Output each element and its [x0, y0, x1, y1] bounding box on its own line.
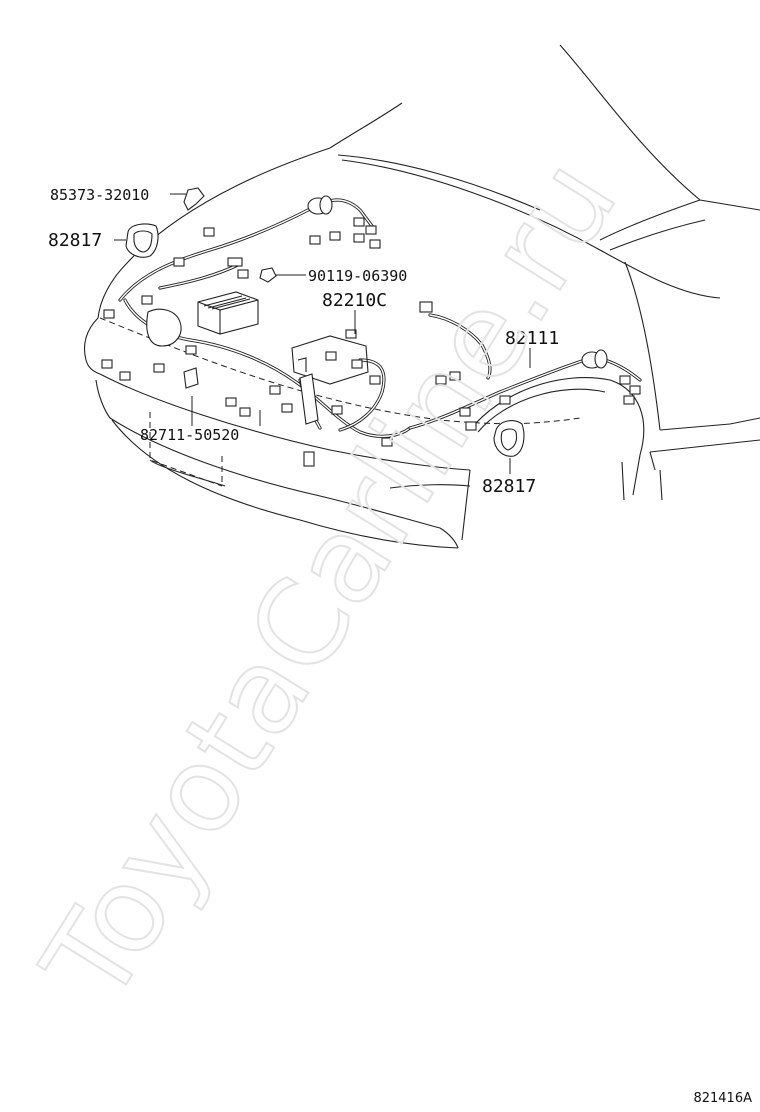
part-callout-82817-lower[interactable]: 82817 [482, 420, 536, 497]
diagram-reference-code: 821416A [693, 1091, 752, 1106]
car-body-outline [83, 44, 760, 549]
wire-harness [101, 195, 642, 467]
part-callout-82111[interactable]: 82111 [505, 328, 559, 368]
clip-part-icon [183, 187, 205, 211]
part-number-82711-50520: 82711-50520 [140, 426, 239, 444]
part-callout-82210C[interactable]: 82210C [322, 290, 387, 334]
part-number-82111: 82111 [505, 328, 559, 349]
part-callout-82817-upper[interactable]: 82817 [48, 223, 159, 258]
part-number-90119-06390: 90119-06390 [308, 267, 407, 285]
part-callout-85373-32010[interactable]: 85373-32010 [50, 186, 205, 211]
part-callout-82711-50520[interactable]: 82711-50520 [140, 396, 261, 444]
part-number-85373-32010: 85373-32010 [50, 186, 149, 204]
grommet-part-icon [493, 420, 525, 457]
part-number-82817-lower: 82817 [482, 476, 536, 497]
part-callout-90119-06390[interactable]: 90119-06390 [259, 267, 407, 285]
bolt-part-icon [259, 267, 277, 283]
part-number-82210C: 82210C [322, 290, 387, 311]
part-number-82817-upper: 82817 [48, 230, 102, 251]
